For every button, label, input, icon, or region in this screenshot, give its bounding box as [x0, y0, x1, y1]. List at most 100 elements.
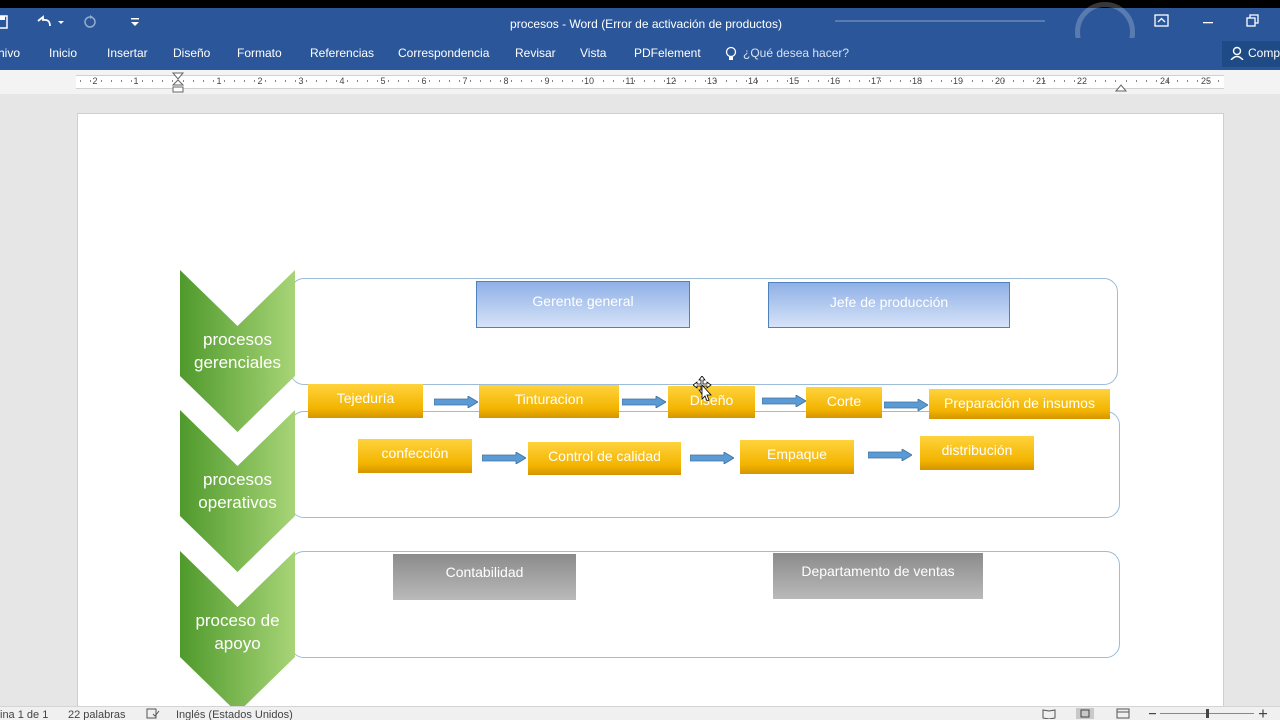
- ruler-tick: [1074, 80, 1075, 82]
- language-indicator[interactable]: Inglés (Estados Unidos): [176, 709, 293, 720]
- chevron-gerenciales[interactable]: [180, 270, 295, 434]
- proofing-icon[interactable]: [146, 708, 160, 720]
- box-label: Corte: [826, 393, 862, 409]
- flow-arrow[interactable]: [622, 396, 666, 408]
- word-count[interactable]: 22 palabras: [68, 709, 126, 720]
- ruler-tick: [131, 80, 132, 82]
- circuit-decoration: [835, 20, 1045, 22]
- ruler-number: 13: [706, 76, 717, 86]
- ruler-tick: [142, 80, 143, 82]
- ruler-tick: [1187, 80, 1188, 82]
- page-count[interactable]: ina 1 de 1: [0, 709, 49, 720]
- right-indent-marker-icon[interactable]: [1114, 79, 1128, 95]
- ruler-tick: [654, 80, 655, 82]
- box-empaque[interactable]: Empaque: [740, 440, 854, 474]
- tab-vista[interactable]: Vista: [580, 46, 607, 60]
- ruler-tick: [572, 80, 573, 82]
- ruler-tick: [1023, 80, 1024, 82]
- customize-toolbar-icon[interactable]: [130, 14, 140, 31]
- chevron-operativos[interactable]: [180, 410, 295, 574]
- ruler-tick: [500, 80, 501, 82]
- ruler-tick: [849, 80, 850, 82]
- tab-archivo[interactable]: hivo: [0, 46, 21, 60]
- box-label: Contabilidad: [445, 564, 524, 580]
- share-label: Comp: [1248, 46, 1280, 60]
- ruler-tick: [1085, 80, 1086, 82]
- indent-marker-icon[interactable]: [171, 72, 185, 97]
- box-jefe-produccion[interactable]: Jefe de producción: [768, 282, 1010, 328]
- box-control-calidad[interactable]: Control de calidad: [528, 442, 681, 475]
- ruler-tick: [798, 80, 799, 82]
- flow-arrow[interactable]: [482, 452, 526, 464]
- ruler-number: 4: [339, 76, 345, 86]
- box-diseno[interactable]: Diseño: [668, 386, 755, 418]
- ruler-tick: [664, 80, 665, 82]
- share-button[interactable]: Comp: [1222, 41, 1280, 67]
- ruler-track: [76, 75, 1224, 89]
- ruler-tick: [1126, 80, 1127, 82]
- web-layout-icon[interactable]: [1116, 708, 1130, 720]
- tab-insertar[interactable]: Insertar: [107, 46, 148, 60]
- ruler-tick: [1044, 80, 1045, 82]
- ruler-tick: [429, 80, 430, 82]
- tab-revisar[interactable]: Revisar: [515, 46, 556, 60]
- box-tinturacion[interactable]: Tinturacion: [479, 385, 619, 418]
- ribbon-tabs: hivo Inicio Insertar Diseño Formato Refe…: [0, 38, 1280, 70]
- box-preparacion-insumos[interactable]: Preparación de insumos: [929, 389, 1110, 419]
- undo-icon[interactable]: [34, 14, 64, 33]
- box-departamento-ventas[interactable]: Departamento de ventas: [773, 553, 983, 599]
- box-gerente-general[interactable]: Gerente general: [476, 281, 690, 328]
- ruler-number: 20: [994, 76, 1005, 86]
- zoom-in-icon[interactable]: [1258, 708, 1268, 720]
- tell-me-search[interactable]: ¿Qué desea hacer?: [743, 46, 850, 60]
- zoom-slider[interactable]: [1160, 708, 1254, 720]
- flow-arrow[interactable]: [690, 452, 734, 464]
- ruler-tick: [839, 80, 840, 82]
- ruler-tick: [1208, 80, 1209, 82]
- flow-arrow[interactable]: [868, 449, 912, 461]
- ruler-number: 9: [544, 76, 550, 86]
- window-top-edge: [0, 0, 1280, 8]
- tab-formato[interactable]: Formato: [237, 46, 282, 60]
- box-confeccion[interactable]: confección: [358, 439, 472, 473]
- lane-label: procesos gerenciales: [194, 330, 281, 372]
- horizontal-ruler[interactable]: 2 1 1 2 3 4 5 6 7 8 9 10 11 12 13 14 15 …: [0, 70, 1280, 94]
- box-corte[interactable]: Corte: [806, 387, 882, 418]
- ruler-number: 7: [462, 76, 468, 86]
- restore-icon[interactable]: [1246, 14, 1260, 31]
- ruler-tick: [746, 80, 747, 82]
- ruler-tick: [1115, 80, 1116, 82]
- flow-arrow[interactable]: [884, 399, 928, 411]
- chevron-apoyo[interactable]: [180, 551, 295, 715]
- tab-correspondencia[interactable]: Correspondencia: [398, 46, 490, 60]
- ruler-tick: [449, 80, 450, 82]
- tab-inicio[interactable]: Inicio: [49, 46, 78, 60]
- ribbon-display-options-icon[interactable]: [1154, 14, 1170, 31]
- read-mode-icon[interactable]: [1042, 708, 1056, 720]
- ruler-tick: [675, 80, 676, 82]
- tab-diseno[interactable]: Diseño: [173, 46, 211, 60]
- ruler-tick: [203, 80, 204, 82]
- tab-referencias[interactable]: Referencias: [310, 46, 375, 60]
- ruler-tick: [121, 80, 122, 82]
- tab-pdfelement[interactable]: PDFelement: [634, 46, 701, 60]
- flow-arrow[interactable]: [762, 395, 806, 407]
- print-layout-icon[interactable]: [1076, 708, 1094, 720]
- ruler-tick: [224, 80, 225, 82]
- minimize-icon[interactable]: [1202, 14, 1214, 31]
- ruler-tick: [398, 80, 399, 82]
- flow-arrow[interactable]: [434, 396, 478, 408]
- box-distribucion[interactable]: distribución: [920, 436, 1034, 470]
- zoom-out-icon[interactable]: [1148, 708, 1158, 720]
- ruler-tick: [552, 80, 553, 82]
- save-icon[interactable]: [0, 15, 8, 32]
- box-contabilidad[interactable]: Contabilidad: [393, 554, 576, 600]
- ruler-tick: [869, 80, 870, 82]
- ruler-tick: [1105, 80, 1106, 82]
- box-label: Preparación de insumos: [944, 395, 1095, 411]
- ruler-number: 19: [952, 76, 963, 86]
- ruler-tick: [808, 80, 809, 82]
- redo-icon[interactable]: [82, 14, 98, 33]
- box-tejeduria[interactable]: Tejeduría: [308, 384, 423, 418]
- ruler-tick: [183, 80, 184, 82]
